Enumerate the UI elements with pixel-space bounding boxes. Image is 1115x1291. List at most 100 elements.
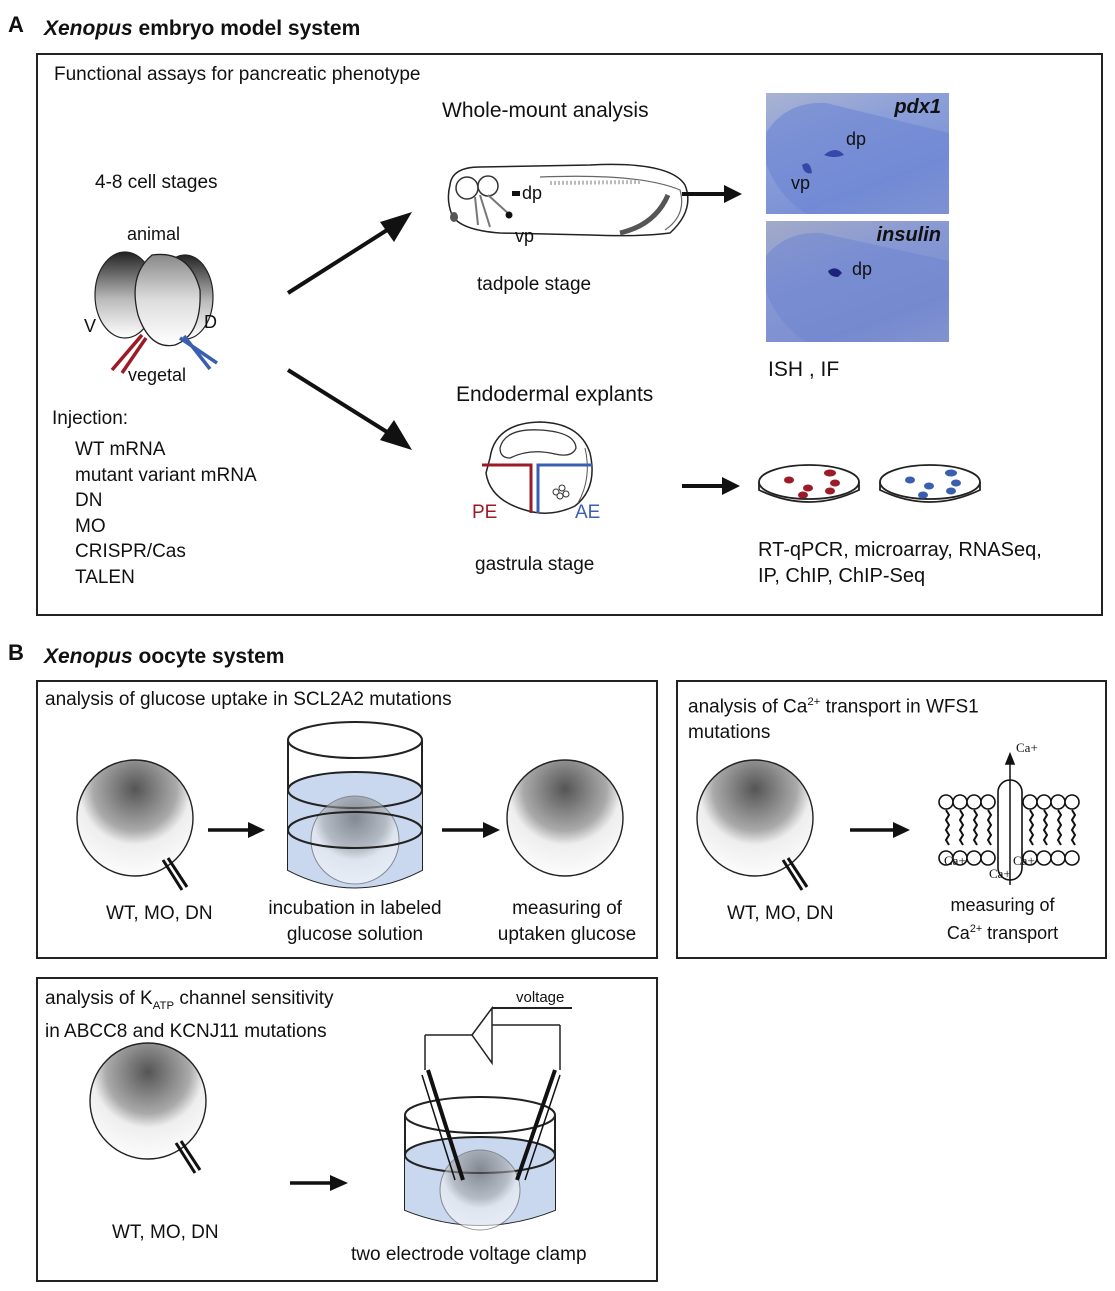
arrow-to-explants [286, 368, 397, 439]
dorsal-label: D [204, 312, 217, 332]
panel-a-letter: A [8, 12, 24, 37]
calcium-measuring-label: measuring of Ca2+ transport [925, 893, 1080, 945]
panel-b-title-italic: Xenopus [44, 645, 133, 668]
panel-a-title-rest: embryo model system [132, 17, 361, 40]
ion-label-top: Ca+ [1016, 740, 1038, 755]
katp-box-title: analysis of KATP channel sensitivity in … [45, 986, 334, 1044]
red-explant-dish [758, 464, 860, 503]
voltage-clamp-label: two electrode voltage clamp [351, 1244, 587, 1265]
glucose-measuring-label: measuring of uptaken glucose [487, 896, 647, 948]
katp-sensitivity-box [36, 977, 658, 1282]
injected-oocyte [76, 759, 194, 891]
insulin-dp-label: dp [852, 259, 873, 279]
ae-cut-line [536, 463, 592, 513]
tadpole-illustration [447, 163, 689, 237]
cell-stages-label: 4-8 cell stages [95, 172, 218, 193]
calcium-assay-illustration [696, 751, 1080, 891]
glucose-measuring-line1: measuring of [512, 898, 622, 919]
injection-item: mutant variant mRNA [75, 464, 257, 486]
katp-title-post: channel sensitivity [174, 988, 334, 1009]
pdx1-micrograph: pdx1 dp vp [766, 93, 949, 214]
voltage-label: voltage [516, 989, 565, 1006]
injection-item: CRISPR/Cas [75, 541, 186, 562]
voltage-clamp-illustration [89, 1005, 572, 1231]
incubation-line2: glucose solution [286, 924, 424, 945]
panel-a-title-italic: Xenopus [44, 17, 133, 40]
pdx1-label: pdx1 [894, 96, 941, 118]
injection-item: MO [75, 515, 106, 537]
amplifier-circuit [424, 1005, 572, 1070]
embryo-box-title: Functional assays for pancreatic phenoty… [54, 64, 421, 85]
vegetal-label: vegetal [128, 365, 187, 385]
insulin-label: insulin [876, 224, 941, 246]
injection-item: DN [75, 490, 103, 511]
calcium-box-title: analysis of Ca2+ transport in WFS1 mutat… [688, 689, 979, 746]
culture-dishes [758, 464, 981, 503]
injection-item: TALEN [75, 566, 135, 588]
incubation-label: incubation in labeled glucose solution [250, 896, 460, 948]
electrodes [421, 1069, 561, 1181]
tadpole-dp-label: dp [522, 183, 543, 203]
arrow-to-incubation [208, 822, 265, 838]
arrow-to-membrane [850, 822, 910, 838]
pe-label: PE [472, 502, 498, 523]
blue-injection-needle [179, 336, 218, 365]
pdx1-vp-label: vp [791, 173, 811, 193]
calcium-measuring-pre: Ca [946, 923, 970, 943]
panel-b-title: Xenopus oocyte system [44, 645, 284, 669]
glucose-measuring-line2: uptaken glucose [497, 924, 637, 945]
calcium-measuring-post: transport [982, 923, 1059, 943]
calcium-title-sup: 2+ [807, 696, 821, 708]
ion-label-left: Ca+ [944, 853, 966, 868]
calcium-measuring-line1: measuring of [950, 895, 1055, 915]
explants-title: Endodermal explants [456, 383, 654, 406]
ion-label-middle: Ca+ [989, 866, 1011, 881]
calcium-oocyte [696, 759, 814, 891]
red-injection-needle [110, 333, 144, 372]
wholemount-title: Whole-mount analysis [442, 99, 649, 122]
katp-title-pre: analysis of K [45, 988, 153, 1009]
tadpole-vp-label: vp [515, 226, 535, 246]
panel-a-title: Xenopus embryo model system [44, 17, 360, 41]
diverging-arrows [286, 212, 412, 450]
explant-assays: RT-qPCR, microarray, RNASeq, IP, ChIP, C… [758, 537, 1042, 589]
recording-beaker [404, 1096, 556, 1231]
calcium-transport-box [676, 680, 1107, 959]
ion-label-right: Ca+ [1013, 853, 1035, 868]
pdx1-dp-label: dp [846, 129, 867, 149]
pe-cut-line [482, 463, 533, 513]
arrow-to-clamp [290, 1175, 348, 1191]
calcium-injection-label: WT, MO, DN [727, 903, 834, 924]
embryo-assays-box [36, 53, 1103, 616]
incubation-beaker [287, 721, 423, 889]
tadpole-stage-label: tadpole stage [477, 274, 592, 295]
calcium-title-line2: mutations [688, 722, 771, 744]
panel-b-letter: B [8, 640, 24, 665]
gastrula-illustration [482, 421, 593, 514]
glucose-box-title: analysis of glucose uptake in SCL2A2 mut… [45, 689, 452, 710]
gastrula-stage-label: gastrula stage [475, 554, 595, 575]
measured-oocyte [506, 759, 624, 877]
calcium-measuring-sup: 2+ [969, 923, 983, 935]
injection-list: WT mRNA mutant variant mRNA DN MO CRISPR… [75, 437, 257, 590]
glucose-injection-label: WT, MO, DN [106, 903, 213, 924]
katp-title-sub: ATP [152, 999, 175, 1012]
katp-oocyte [89, 1042, 207, 1174]
glucose-assay-illustration [76, 721, 624, 891]
incubation-line1: incubation in labeled [268, 898, 442, 919]
ventral-label: V [84, 316, 97, 336]
animal-label: animal [127, 224, 181, 244]
injection-item: WT mRNA [75, 439, 166, 460]
calcium-title-pre: analysis of Ca [688, 696, 808, 718]
ae-label: AE [575, 502, 601, 523]
arrow-to-wholemount [286, 223, 397, 295]
injection-title: Injection: [52, 408, 129, 429]
arrow-to-ish [682, 185, 742, 203]
calcium-title-post: transport in WFS1 [820, 696, 979, 718]
katp-injection-label: WT, MO, DN [112, 1222, 219, 1243]
arrow-to-dishes [682, 477, 740, 495]
explant-assays-line1: RT-qPCR, microarray, RNASeq, [758, 539, 1042, 561]
katp-title-line2: in ABCC8 and KCNJ11 mutations [45, 1020, 327, 1042]
panel-b-title-rest: oocyte system [132, 645, 285, 668]
lipid-bilayer-channel [938, 751, 1080, 885]
